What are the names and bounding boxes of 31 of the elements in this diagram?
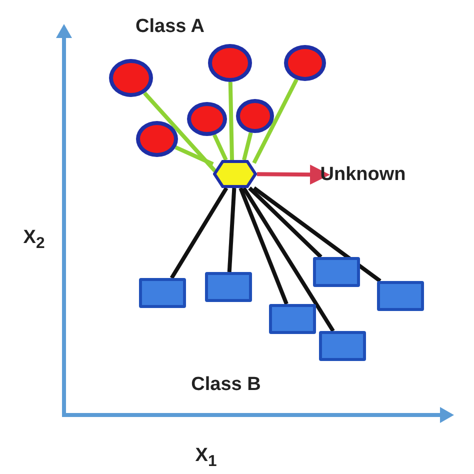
query-point (213, 160, 257, 188)
connector-line (174, 146, 214, 166)
class-a-point (136, 121, 178, 157)
axis-label: Class B (191, 374, 261, 396)
class-b-point (377, 281, 424, 311)
axis-label: X$_{2}$ (23, 227, 45, 253)
class-b-point (313, 257, 360, 287)
connector-line (242, 186, 335, 332)
class-b-point (139, 278, 186, 308)
connector-line (248, 186, 322, 258)
class-b-point (319, 331, 366, 361)
connector-line (242, 132, 253, 160)
class-b-point (205, 272, 252, 302)
class-a-point (187, 102, 227, 136)
connector-line (228, 82, 234, 160)
connector-line (170, 186, 228, 280)
axis-label: Class A (136, 16, 204, 38)
connector-line (143, 92, 216, 172)
connector-line (238, 187, 288, 305)
axis-label: X$_{1}$ (195, 445, 217, 471)
class-a-point (284, 45, 326, 81)
node-label: Unknown (318, 160, 408, 190)
class-b-point (269, 304, 316, 334)
arrow (256, 164, 330, 185)
connector-line (212, 134, 228, 161)
connector-line (252, 78, 298, 164)
connector-line (227, 188, 236, 272)
class-a-point (236, 99, 274, 133)
connector-line (252, 186, 382, 283)
class-a-point (109, 59, 153, 97)
class-a-point (208, 44, 252, 82)
